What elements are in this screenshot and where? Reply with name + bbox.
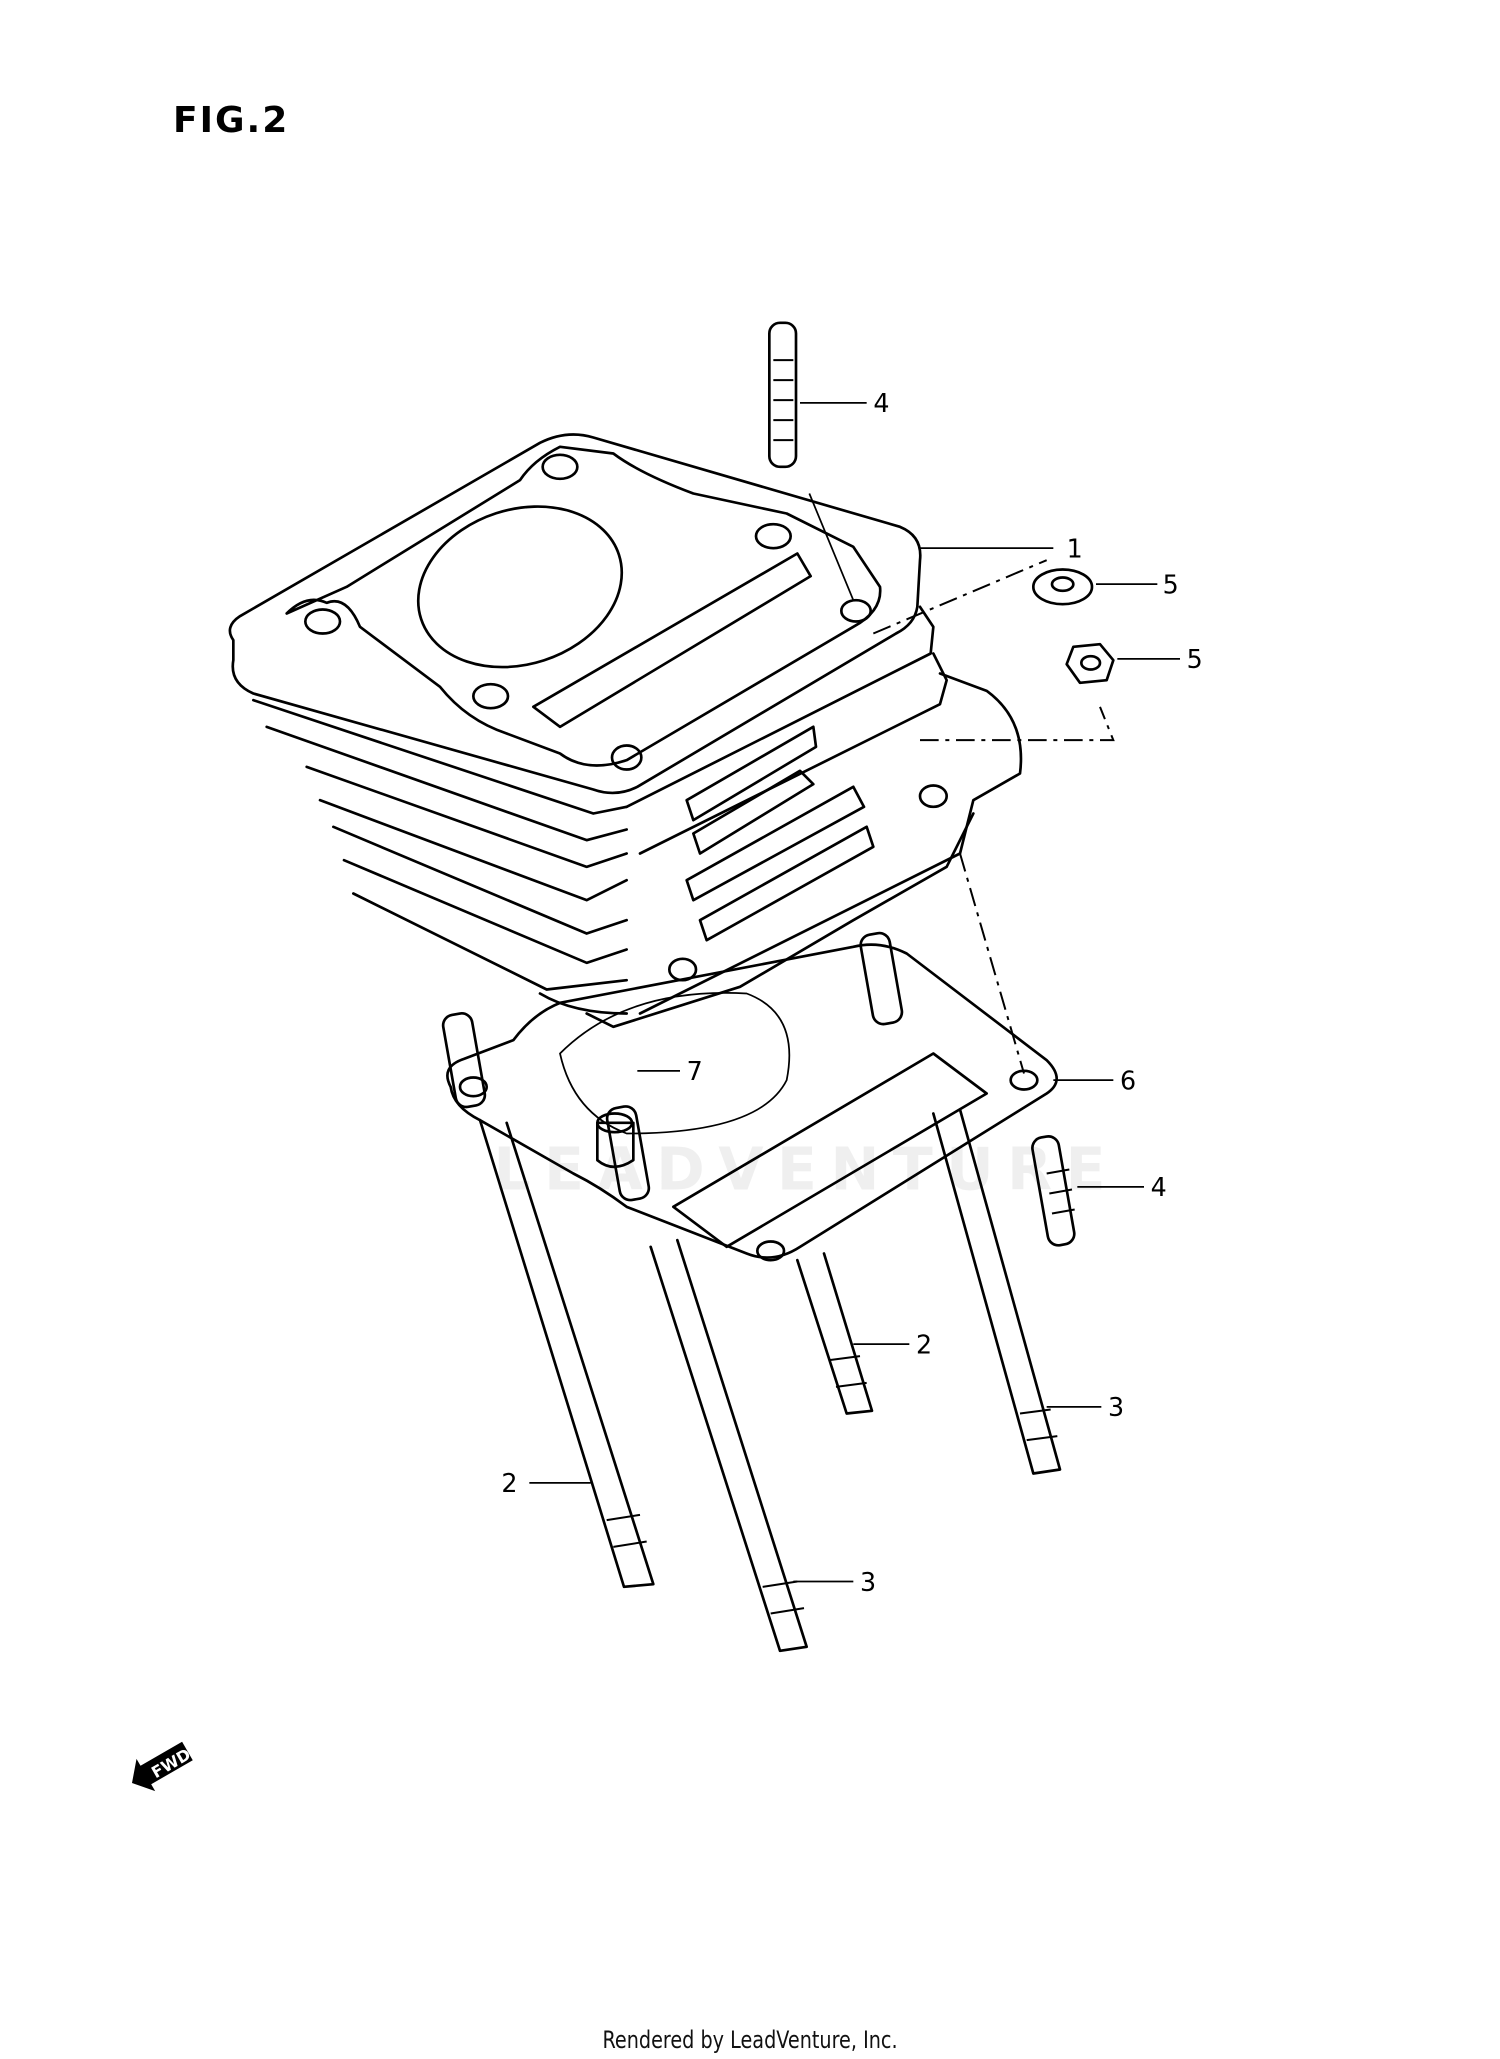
stud-top-4[interactable]	[768, 321, 855, 601]
callout-3[interactable]: 3	[1108, 1392, 1124, 1422]
watermark: LEADVENTURE	[493, 1136, 1119, 1204]
nut-upper-5[interactable]	[1031, 568, 1094, 606]
stud-right-4[interactable]	[1031, 1135, 1076, 1247]
callout-7[interactable]: 7	[687, 1056, 703, 1086]
stud-long-right-3[interactable]	[931, 1108, 1062, 1475]
stud-long-rear-2[interactable]	[795, 931, 904, 1415]
stud-long-front-3[interactable]	[605, 1105, 808, 1653]
nut-lower-5[interactable]	[1065, 642, 1115, 685]
callout-2[interactable]: 2	[501, 1468, 517, 1498]
callout-4[interactable]: 4	[873, 388, 889, 418]
gasket-part[interactable]	[446, 943, 1058, 1262]
stud-long-left-2[interactable]	[441, 1012, 655, 1589]
leader-lines	[529, 401, 1180, 1583]
callout-2[interactable]: 2	[916, 1330, 932, 1360]
callout-1[interactable]: 1	[1067, 534, 1083, 564]
callout-5[interactable]: 5	[1187, 644, 1203, 674]
figure-title: FIG.2	[173, 100, 290, 141]
callout-6[interactable]: 6	[1120, 1066, 1136, 1096]
footer-credit: Rendered by LeadVenture, Inc.	[602, 2026, 898, 2054]
forward-arrow-icon: FWD	[132, 1741, 194, 1792]
callout-4[interactable]: 4	[1151, 1172, 1167, 1202]
callout-3[interactable]: 3	[860, 1567, 876, 1597]
callout-5[interactable]: 5	[1163, 570, 1179, 600]
cylinder-part[interactable]	[228, 433, 1023, 1029]
